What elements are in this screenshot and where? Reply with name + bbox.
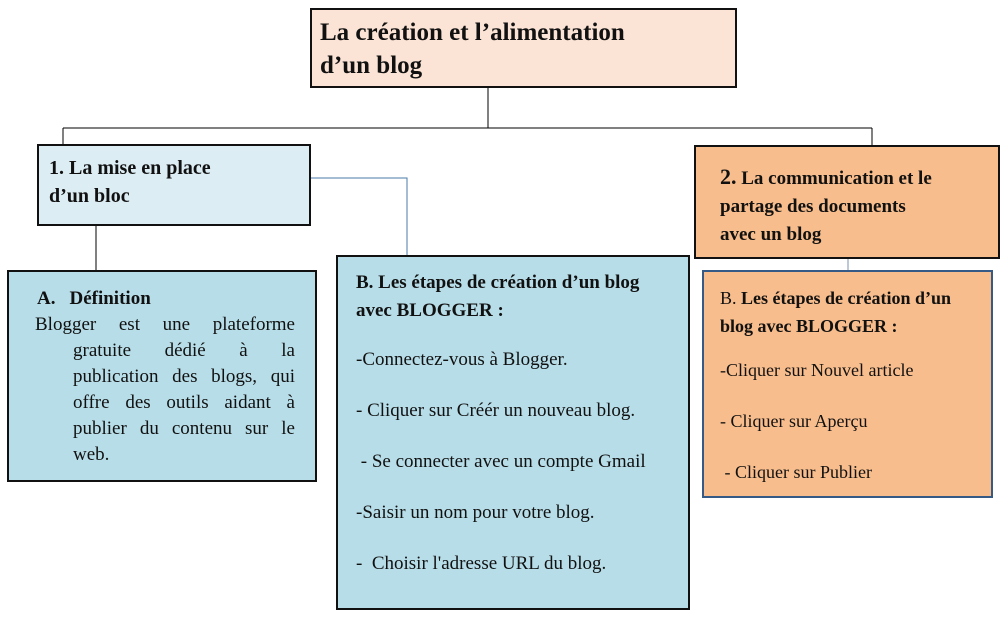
creation-steps-title: B. Les étapes de création d’un blog avec… [356, 272, 640, 321]
branch2-number: 2. [720, 164, 737, 189]
publish-steps-prefix: B. [720, 288, 737, 308]
creation-steps-node: B. Les étapes de création d’un blog avec… [336, 255, 690, 610]
definition-title: Définition [69, 288, 151, 309]
branch1-title-line2: d’un bloc [49, 185, 130, 207]
publish-steps-heading: B. Les étapes de création d’un blog avec… [720, 284, 981, 340]
definition-letter: A. [37, 288, 56, 309]
publish-steps-node: B. Les étapes de création d’un blog avec… [702, 270, 993, 498]
definition-node: A. Définition Blogger est une plateforme… [7, 270, 317, 482]
branch1-to-steps [311, 177, 408, 255]
publish-step-3: - Cliquer sur Publier [720, 462, 872, 482]
definition-text: Blogger est une plateforme gratuite dédi… [35, 314, 295, 465]
branch2-title-line1: La communication et le [736, 168, 932, 189]
publish-step-2: - Cliquer sur Aperçu [720, 411, 868, 431]
branch2-title-line3: avec un blog [720, 224, 822, 245]
creation-step-2: - Cliquer sur Créér un nouveau blog. [356, 400, 636, 421]
creation-step-1: -Connectez-vous à Blogger. [356, 349, 568, 370]
creation-step-5: - Choisir l'adresse URL du blog. [356, 553, 607, 574]
publish-steps-title: Les étapes de création d’un blog avec BL… [720, 288, 952, 336]
publish-step-1: -Cliquer sur Nouvel article [720, 360, 914, 380]
root-title-line2: d’un blog [320, 52, 423, 79]
root-node: La création et l’alimentation d’un blog [310, 8, 737, 88]
branch1-title-line1: 1. La mise en place [49, 157, 211, 179]
branch2-title-line2: partage des documents [720, 196, 906, 217]
branch1-node: 1. La mise en place d’un bloc [37, 144, 311, 226]
creation-step-3: - Se connecter avec un compte Gmail [356, 451, 646, 472]
definition-heading: A. Définition [37, 286, 295, 312]
creation-step-4: -Saisir un nom pour votre blog. [356, 502, 595, 523]
root-title-line1: La création et l’alimentation [320, 19, 625, 46]
branch2-node: 2. La communication et le partage des do… [694, 145, 1000, 259]
